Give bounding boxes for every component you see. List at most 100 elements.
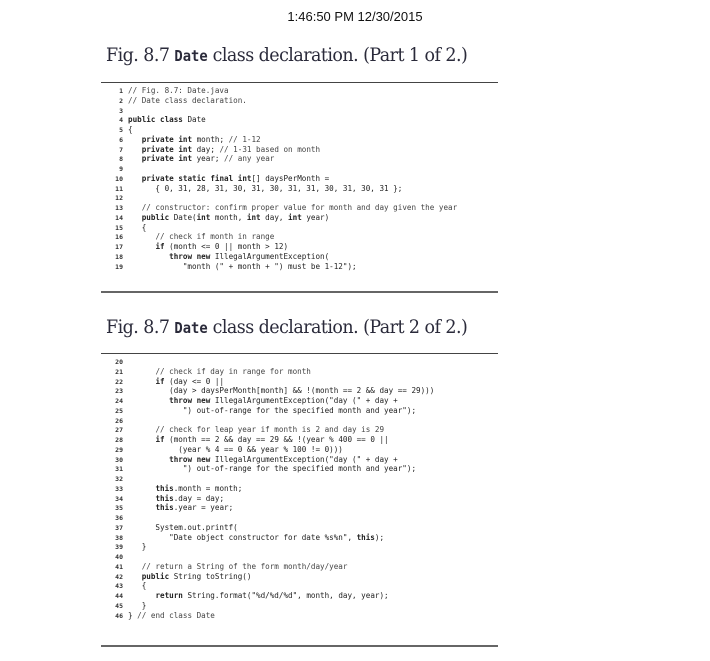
line-number: 21 xyxy=(115,367,123,376)
line-number: 8 xyxy=(119,155,123,164)
code-text: } // end class Date xyxy=(128,610,215,620)
code-text: // return a String of the form month/day… xyxy=(141,561,348,571)
code-text: "Date object constructor for date %s%n",… xyxy=(128,532,385,542)
code-line: 30 throw new IllegalArgumentException("d… xyxy=(101,455,498,465)
code-line: 8 private int year; // any year xyxy=(101,154,498,164)
line-number: 17 xyxy=(115,243,123,251)
title-suffix: class declaration. (Part 2 of 2.) xyxy=(207,316,468,338)
line-number: 28 xyxy=(115,436,123,444)
line-number: 7 xyxy=(119,145,123,154)
line-number: 6 xyxy=(119,135,123,144)
code-line: 46} // end class Date xyxy=(101,611,498,621)
code-line: 34 this.day = day; xyxy=(101,494,498,504)
code-line: 14 public Date(int month, int day, int y… xyxy=(101,213,498,223)
line-number: 10 xyxy=(115,174,123,183)
code-line: 11 { 0, 31, 28, 31, 30, 31, 30, 31, 31, … xyxy=(101,184,498,194)
code-line: 6 private int month; // 1-12 xyxy=(101,135,498,145)
line-number: 32 xyxy=(115,475,123,483)
code-text: ") out-of-range for the specified month … xyxy=(128,464,417,474)
line-number: 3 xyxy=(119,106,123,115)
code-line: 19 "month (" + month + ") must be 1-12")… xyxy=(101,262,498,272)
code-line: 4 public class Date xyxy=(101,115,498,125)
code-text: if (month <= 0 || month > 12) xyxy=(155,242,289,251)
line-number: 42 xyxy=(115,572,123,581)
code-text: // check if day in range for month xyxy=(155,366,311,376)
code-line: 20 xyxy=(101,357,498,367)
code-line: 17 if (month <= 0 || month > 12) xyxy=(101,242,498,252)
line-number: 13 xyxy=(115,204,123,212)
code-text: "month (" + month + ") must be 1-12"); xyxy=(128,261,357,271)
code-line: 9 xyxy=(101,164,498,174)
code-line: 39 } xyxy=(101,542,498,552)
figure-title-part-1: Fig. 8.7 Date class declaration. (Part 1… xyxy=(106,44,468,66)
code-line: 44 return String.format("%d/%d/%d", mont… xyxy=(101,591,498,601)
code-text: public Date(int month, int day, int year… xyxy=(141,212,330,222)
code-text: (year % 4 == 0 && year % 100 != 0))) xyxy=(128,444,343,454)
line-number: 15 xyxy=(115,223,123,232)
line-number: 4 xyxy=(119,116,123,125)
code-line: 28 if (month == 2 && day == 29 && !(year… xyxy=(101,435,498,445)
line-number: 26 xyxy=(115,416,123,425)
code-line: 12 xyxy=(101,193,498,203)
code-text: private int day; // 1-31 based on month xyxy=(141,144,321,154)
code-text: private int year; // any year xyxy=(141,154,275,164)
title-prefix: Fig. 8.7 xyxy=(106,44,175,66)
line-number: 27 xyxy=(115,426,123,435)
timestamp: 1:46:50 PM 12/30/2015 xyxy=(287,9,423,24)
line-number: 9 xyxy=(119,165,123,173)
code-line: 35 this.year = year; xyxy=(101,503,498,513)
code-text: public class Date xyxy=(128,115,206,125)
figure-title-part-2: Fig. 8.7 Date class declaration. (Part 2… xyxy=(106,316,468,338)
code-text: // check if month in range xyxy=(155,232,275,242)
code-line: 41 // return a String of the form month/… xyxy=(101,562,498,572)
code-line: 23 (day > daysPerMonth[month] && !(month… xyxy=(101,386,498,396)
bottom-rule-part-2 xyxy=(101,645,498,647)
code-text: if (month == 2 && day == 29 && !(year % … xyxy=(155,435,389,444)
code-line: 32 xyxy=(101,474,498,484)
code-line: 13 // constructor: confirm proper value … xyxy=(101,203,498,213)
line-number: 12 xyxy=(115,194,123,203)
line-number: 31 xyxy=(115,465,123,474)
line-number: 25 xyxy=(115,406,123,415)
code-text: throw new IllegalArgumentException("day … xyxy=(169,454,398,464)
code-line: 2// Date class declaration. xyxy=(101,96,498,106)
line-number: 41 xyxy=(115,562,123,571)
code-line: 42 public String toString() xyxy=(101,572,498,582)
line-number: 33 xyxy=(115,484,123,493)
line-number: 16 xyxy=(115,233,123,242)
code-text: if (day <= 0 || xyxy=(155,376,225,386)
code-text: { xyxy=(128,125,133,134)
code-text: { 0, 31, 28, 31, 30, 31, 30, 31, 31, 30,… xyxy=(128,183,403,193)
line-number: 2 xyxy=(119,96,123,105)
line-number: 18 xyxy=(115,252,123,261)
line-number: 22 xyxy=(115,377,123,386)
code-line: 15 { xyxy=(101,223,498,233)
code-text: { xyxy=(128,222,147,232)
line-number: 34 xyxy=(115,494,123,503)
line-number: 39 xyxy=(115,543,123,552)
title-prefix: Fig. 8.7 xyxy=(106,316,175,338)
title-code: Date xyxy=(174,319,208,337)
code-line: 45 } xyxy=(101,601,498,611)
top-rule-part-1 xyxy=(101,82,498,83)
code-line: 3 xyxy=(101,106,498,116)
code-text: } xyxy=(128,600,147,610)
line-number: 20 xyxy=(115,358,123,366)
code-line: 18 throw new IllegalArgumentException( xyxy=(101,252,498,262)
code-line: 40 xyxy=(101,552,498,562)
line-number: 37 xyxy=(115,523,123,532)
code-text: return String.format("%d/%d/%d", month, … xyxy=(155,591,389,600)
line-number: 35 xyxy=(115,504,123,513)
line-number: 29 xyxy=(115,445,123,454)
line-number: 36 xyxy=(115,514,123,522)
top-rule-part-2 xyxy=(101,353,498,354)
line-number: 40 xyxy=(115,553,123,561)
code-text: throw new IllegalArgumentException( xyxy=(169,251,330,261)
code-text: public String toString() xyxy=(141,571,252,581)
code-line: 43 { xyxy=(101,581,498,591)
line-number: 14 xyxy=(115,213,123,222)
code-text: private static final int[] daysPerMonth … xyxy=(141,173,330,183)
line-number: 38 xyxy=(115,533,123,542)
